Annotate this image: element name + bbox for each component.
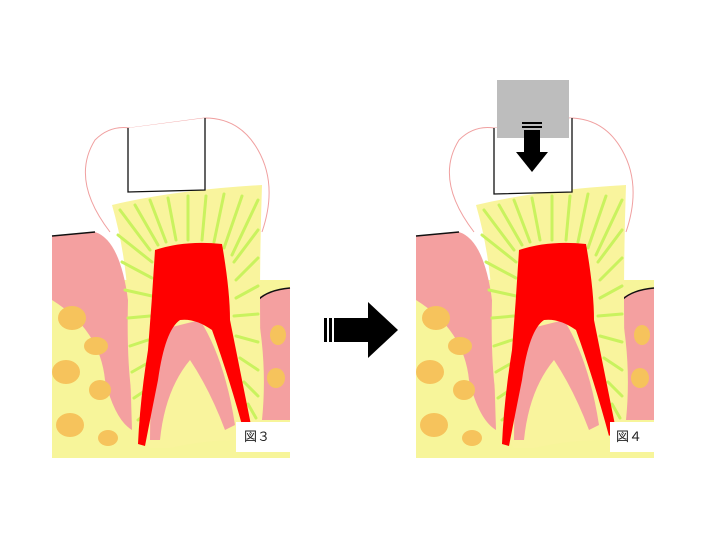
right-arrow-icon xyxy=(324,302,398,358)
down-arrow-icon xyxy=(516,122,548,172)
figure-4: 図４ xyxy=(414,80,666,460)
figure-label-box xyxy=(610,422,666,452)
figure-4-label: 図４ xyxy=(616,430,642,445)
figure-3-label: 図３ xyxy=(244,430,270,445)
figure-3: 図３ xyxy=(50,116,292,460)
filling-block xyxy=(497,80,569,138)
cavity-preparation xyxy=(127,118,206,193)
figure-label-box xyxy=(236,422,292,452)
